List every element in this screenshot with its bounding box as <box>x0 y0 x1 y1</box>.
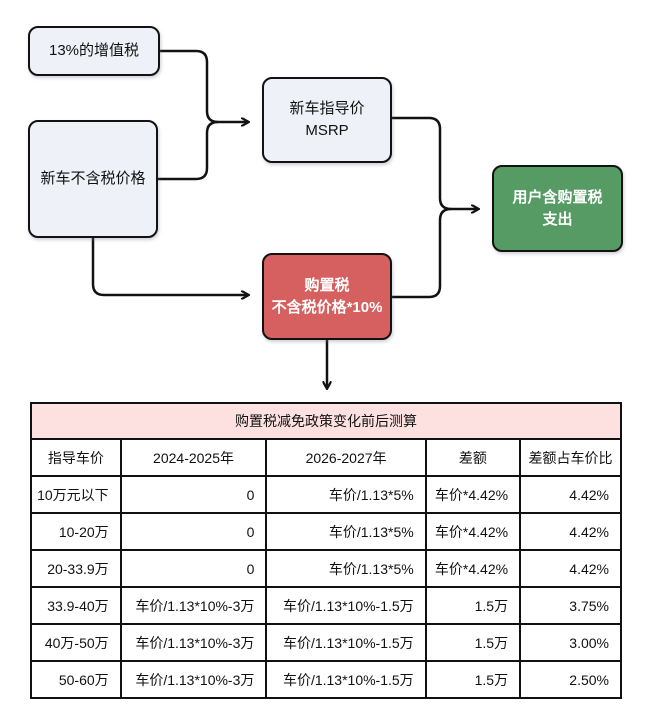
node-msrp-line1: 新车指导价 <box>289 100 365 118</box>
node-vat-13-percent: 13%的增值税 <box>28 26 160 76</box>
node-purchase-tax: 购置税 不含税价格*10% <box>262 253 392 340</box>
node-pretax-price: 新车不含税价格 <box>28 120 158 238</box>
cell-price-range: 50-60万 <box>30 660 122 699</box>
cell-diff: 1.5万 <box>424 586 522 625</box>
col-header-2024-2025: 2024-2025年 <box>119 438 268 477</box>
node-tax-line1: 购置税 <box>304 276 350 294</box>
cell-diff: 1.5万 <box>424 660 522 699</box>
cell-price-range: 10-20万 <box>30 512 122 551</box>
col-header-diff-ratio: 差额占车价比 <box>519 438 622 477</box>
node-user-expense: 用户含购置税 支出 <box>492 165 623 252</box>
table-title-row: 购置税减免政策变化前后测算 <box>30 402 622 440</box>
table-row: 50-60万 车价/1.13*10%-3万 车价/1.13*10%-1.5万 1… <box>30 660 622 699</box>
cell-2026-2027: 车价/1.13*5% <box>265 512 427 551</box>
cell-diff: 车价*4.42% <box>424 475 522 514</box>
table-row: 20-33.9万 0 车价/1.13*5% 车价*4.42% 4.42% <box>30 549 622 588</box>
node-pretax-label: 新车不含税价格 <box>40 170 146 188</box>
cell-diff-ratio: 2.50% <box>519 660 622 699</box>
edge-pretax-to-tax <box>91 238 248 295</box>
node-user-line2: 支出 <box>542 210 573 228</box>
col-header-diff: 差额 <box>424 438 522 477</box>
node-vat-label: 13%的增值税 <box>48 42 140 60</box>
cell-2024-2025: 0 <box>119 475 268 514</box>
cell-diff-ratio: 3.75% <box>519 586 622 625</box>
cell-2024-2025: 0 <box>119 512 268 551</box>
cell-diff-ratio: 3.00% <box>519 623 622 662</box>
cell-diff: 车价*4.42% <box>424 512 522 551</box>
cell-2026-2027: 车价/1.13*5% <box>265 475 427 514</box>
cell-diff-ratio: 4.42% <box>519 512 622 551</box>
cell-diff: 车价*4.42% <box>424 549 522 588</box>
table-row: 10-20万 0 车价/1.13*5% 车价*4.42% 4.42% <box>30 512 622 551</box>
edge-tax-to-user <box>392 207 452 299</box>
cell-2026-2027: 车价/1.13*10%-1.5万 <box>265 586 427 625</box>
cell-2026-2027: 车价/1.13*5% <box>265 549 427 588</box>
cell-2026-2027: 车价/1.13*10%-1.5万 <box>265 660 427 699</box>
table-header-row: 指导车价 2024-2025年 2026-2027年 差额 差额占车价比 <box>30 438 622 477</box>
cell-diff-ratio: 4.42% <box>519 475 622 514</box>
calc-table-container: 购置税减免政策变化前后测算 指导车价 2024-2025年 2026-2027年… <box>30 402 622 699</box>
cell-2024-2025: 车价/1.13*10%-3万 <box>119 660 268 699</box>
cell-price-range: 40万-50万 <box>30 623 122 662</box>
cell-2026-2027: 车价/1.13*10%-1.5万 <box>265 623 427 662</box>
table-row: 10万元以下 0 车价/1.13*5% 车价*4.42% 4.42% <box>30 475 622 514</box>
node-msrp: 新车指导价 MSRP <box>262 77 392 163</box>
purchase-tax-table: 购置税减免政策变化前后测算 指导车价 2024-2025年 2026-2027年… <box>30 402 622 699</box>
cell-diff: 1.5万 <box>424 623 522 662</box>
cell-diff-ratio: 4.42% <box>519 549 622 588</box>
cell-2024-2025: 车价/1.13*10%-3万 <box>119 586 268 625</box>
col-header-2026-2027: 2026-2027年 <box>265 438 427 477</box>
node-tax-line2: 不含税价格*10% <box>271 298 383 316</box>
cell-2024-2025: 车价/1.13*10%-3万 <box>119 623 268 662</box>
node-msrp-line2: MSRP <box>305 122 349 139</box>
edge-vat-to-msrp <box>160 49 248 122</box>
edge-msrp-to-user <box>392 116 478 209</box>
table-title: 购置税减免政策变化前后测算 <box>30 402 622 440</box>
node-user-line1: 用户含购置税 <box>512 188 603 206</box>
cell-2024-2025: 0 <box>119 549 268 588</box>
edge-pretax-to-msrp <box>158 120 219 181</box>
table-row: 40万-50万 车价/1.13*10%-3万 车价/1.13*10%-1.5万 … <box>30 623 622 662</box>
cell-price-range: 33.9-40万 <box>30 586 122 625</box>
col-header-price: 指导车价 <box>30 438 122 477</box>
cell-price-range: 20-33.9万 <box>30 549 122 588</box>
table-row: 33.9-40万 车价/1.13*10%-3万 车价/1.13*10%-1.5万… <box>30 586 622 625</box>
cell-price-range: 10万元以下 <box>30 475 122 514</box>
